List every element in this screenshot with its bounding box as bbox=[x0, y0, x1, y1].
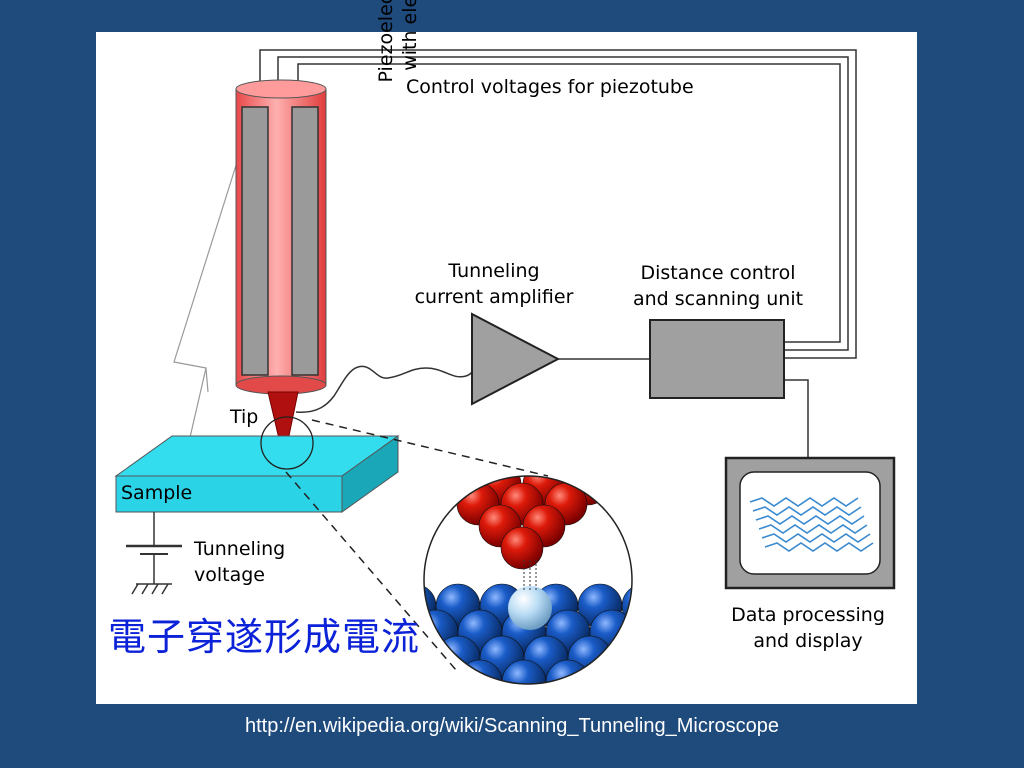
data-processing-label: Data processing and display bbox=[731, 602, 885, 654]
tip bbox=[267, 391, 299, 461]
scan-line bbox=[752, 506, 862, 516]
tip-atom bbox=[500, 526, 544, 570]
amplifier-label-line2: current amplifier bbox=[414, 286, 574, 308]
data-display-monitor bbox=[724, 456, 896, 590]
scan-line bbox=[761, 533, 871, 543]
battery-ground bbox=[126, 512, 182, 595]
data-label-line2: and display bbox=[753, 630, 863, 652]
atomic-zoom bbox=[424, 476, 632, 684]
stm-diagram bbox=[114, 49, 896, 685]
tip-to-amplifier-wire bbox=[295, 361, 475, 413]
control-to-display-wire bbox=[784, 379, 809, 462]
sample-atom bbox=[457, 659, 503, 684]
distance-label-line1: Distance control bbox=[640, 262, 796, 284]
electrode-left bbox=[241, 106, 269, 376]
scan-line bbox=[758, 524, 868, 534]
sample-atom bbox=[435, 635, 481, 681]
distance-label-line2: and scanning unit bbox=[632, 288, 804, 310]
chinese-caption: 電子穿遂形成電流 bbox=[108, 615, 421, 659]
amplifier-label-line1: Tunneling bbox=[448, 260, 540, 282]
sample-atom bbox=[545, 659, 591, 684]
tip-zoom-circle bbox=[260, 416, 314, 470]
sample-bias-wire bbox=[173, 139, 245, 447]
amplifier-label: Tunneling current amplifier bbox=[415, 258, 574, 310]
piezo-label-line1: Piezoelectric tube bbox=[374, 0, 398, 123]
piezo-tube-label: Piezoelectric tube with electrodes bbox=[374, 0, 422, 123]
scan-line bbox=[749, 497, 859, 507]
scan-line bbox=[755, 515, 865, 525]
tunneling-voltage-label: Tunneling voltage bbox=[194, 536, 285, 588]
tip-label: Tip bbox=[230, 406, 259, 428]
sample-block bbox=[114, 435, 400, 513]
sample-atom bbox=[621, 583, 632, 629]
control-voltage-wires bbox=[259, 49, 857, 359]
sample-atom bbox=[424, 659, 459, 684]
voltage-label-line2: voltage bbox=[194, 564, 265, 586]
current-amplifier bbox=[471, 312, 561, 406]
piezo-label-line2: with electrodes bbox=[398, 0, 422, 123]
data-label-line1: Data processing bbox=[731, 604, 885, 626]
sample-atom bbox=[611, 635, 632, 681]
electrode-right bbox=[291, 106, 319, 376]
source-url: http://en.wikipedia.org/wiki/Scanning_Tu… bbox=[244, 715, 779, 737]
diagram-panel: Control voltages for piezotube Piezoelec… bbox=[96, 0, 917, 704]
distance-control-unit bbox=[649, 319, 785, 399]
voltage-label-line1: Tunneling bbox=[194, 538, 286, 560]
sample-label: Sample bbox=[121, 482, 193, 504]
distance-control-label: Distance control and scanning unit bbox=[633, 260, 803, 312]
scan-line bbox=[764, 542, 874, 552]
piezo-tube bbox=[235, 79, 327, 395]
sample-atom bbox=[589, 659, 632, 684]
control-voltages-label: Control voltages for piezotube bbox=[406, 76, 694, 98]
